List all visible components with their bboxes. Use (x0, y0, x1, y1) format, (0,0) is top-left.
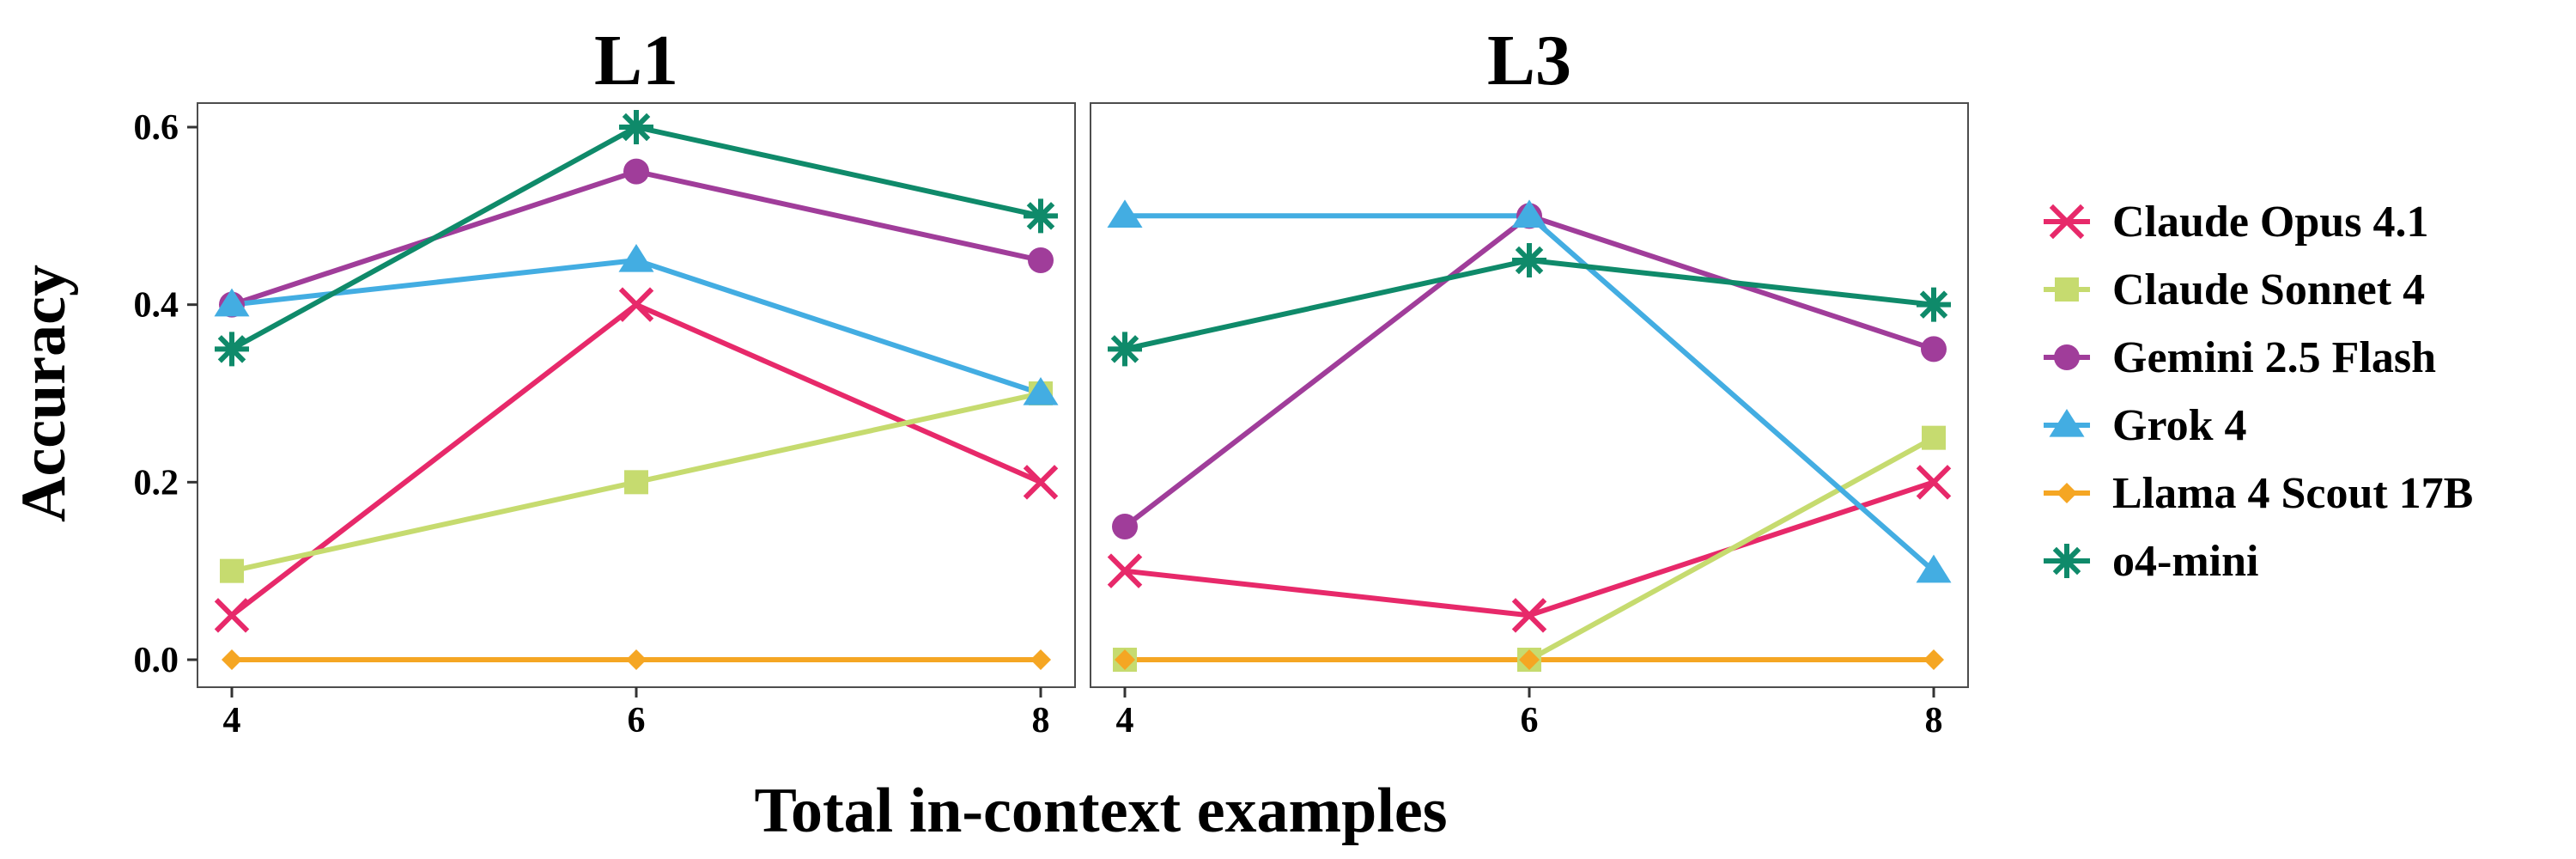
data-point-claude-sonnet-4 (1922, 425, 1946, 450)
data-point-gemini-2-5-flash (1921, 336, 1947, 362)
data-point-claude-opus-4-1 (214, 598, 250, 633)
legend-marker-gemini-2-5-flash (2054, 344, 2080, 370)
data-point-grok-4 (214, 288, 250, 317)
data-point-claude-opus-4-1 (1107, 553, 1143, 588)
legend-label: Claude Opus 4.1 (2112, 198, 2428, 247)
panel-title: L3 (1487, 21, 1571, 101)
legend-label: Grok 4 (2112, 401, 2247, 450)
panel-l1: L1 0.0 0.2 0.4 0.6 4 6 8 (134, 21, 1076, 740)
legend-marker-grok-4 (2049, 409, 2085, 437)
panel-l3: L3 4 6 8 (1090, 21, 1969, 740)
data-point-llama-4-scout-17b (626, 649, 647, 670)
data-point-grok-4 (1511, 199, 1547, 228)
x-tick-label: 4 (1116, 701, 1134, 740)
data-point-o4-mini (1108, 332, 1142, 367)
y-tick-label: 0.4 (134, 286, 179, 326)
legend-item-claude-opus-4-1: Claude Opus 4.1 (2044, 198, 2428, 247)
x-axis-label: Total in-context examples (754, 776, 1447, 846)
x-tick-label: 8 (1032, 701, 1050, 740)
data-point-claude-sonnet-4 (624, 470, 648, 495)
x-tick-label: 6 (1521, 701, 1539, 740)
data-point-gemini-2-5-flash (1028, 247, 1054, 273)
x-tick-label: 4 (223, 701, 241, 740)
data-point-claude-opus-4-1 (1511, 598, 1547, 633)
panel-frame (197, 102, 1076, 688)
panel-frame (1090, 102, 1969, 688)
data-point-grok-4 (618, 244, 654, 272)
data-point-llama-4-scout-17b (1923, 649, 1944, 670)
data-point-claude-opus-4-1 (618, 287, 654, 322)
chart-panels: L1 0.0 0.2 0.4 0.6 4 6 8 L3 4 6 8 (134, 21, 1969, 740)
data-point-claude-sonnet-4 (220, 558, 244, 583)
data-point-llama-4-scout-17b (1519, 649, 1540, 670)
x-tick-label: 8 (1925, 701, 1943, 740)
data-point-o4-mini (1512, 243, 1546, 277)
data-point-grok-4 (1916, 554, 1952, 583)
data-point-claude-opus-4-1 (1023, 465, 1059, 500)
legend-label: o4-mini (2112, 537, 2258, 586)
panel-title: L1 (594, 21, 678, 101)
legend-item-claude-sonnet-4: Claude Sonnet 4 (2044, 265, 2425, 314)
y-tick-label: 0.0 (134, 641, 179, 680)
legend-label: Claude Sonnet 4 (2112, 265, 2425, 314)
legend-item-gemini-2-5-flash: Gemini 2.5 Flash (2044, 333, 2436, 382)
legend-marker-claude-opus-4-1 (2049, 204, 2085, 240)
legend-marker-llama-4-scout-17b (2057, 483, 2077, 503)
data-point-o4-mini (1024, 198, 1058, 234)
data-point-grok-4 (1107, 199, 1143, 228)
data-point-o4-mini (619, 110, 653, 144)
data-point-llama-4-scout-17b (222, 649, 242, 670)
y-axis-label: Accuracy (9, 265, 79, 522)
legend-marker-o4-mini (2050, 544, 2084, 578)
data-point-claude-opus-4-1 (1916, 465, 1952, 500)
legend-label: Gemini 2.5 Flash (2112, 333, 2436, 382)
data-point-o4-mini (1917, 287, 1951, 322)
y-tick-label: 0.6 (134, 108, 179, 148)
legend-item-o4-mini: o4-mini (2044, 537, 2258, 586)
x-tick-label: 6 (628, 701, 646, 740)
legend-item-llama-4-scout-17b: Llama 4 Scout 17B (2044, 469, 2473, 518)
legend-label: Llama 4 Scout 17B (2112, 469, 2473, 518)
y-tick-label: 0.2 (134, 463, 179, 503)
legend-marker-claude-sonnet-4 (2055, 277, 2079, 302)
data-point-o4-mini (215, 332, 249, 367)
data-point-llama-4-scout-17b (1030, 649, 1051, 670)
legend-item-grok-4: Grok 4 (2044, 401, 2247, 450)
data-point-llama-4-scout-17b (1115, 649, 1135, 670)
data-point-gemini-2-5-flash (623, 158, 649, 185)
data-point-grok-4 (1023, 377, 1059, 405)
data-point-gemini-2-5-flash (1112, 514, 1138, 539)
